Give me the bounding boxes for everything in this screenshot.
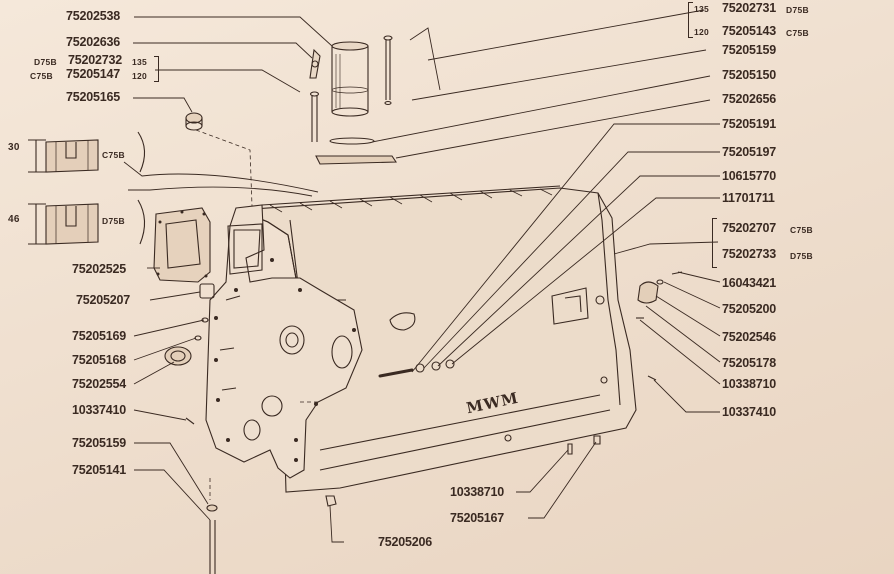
detail-variant-d75b: D75B (102, 216, 125, 226)
cylinder-liner (331, 41, 369, 117)
callout-75202733: 75202733 (722, 247, 777, 261)
callout-75205169: 75205169 (72, 329, 127, 343)
callout-75202538: 75202538 (66, 9, 121, 23)
variant-135-left: 135 (132, 57, 148, 67)
callout-75202636: 75202636 (66, 35, 121, 49)
side-gasket (153, 207, 211, 283)
detail-sketch-c75b (28, 131, 146, 173)
callout-10338710-bottom: 10338710 (450, 485, 505, 499)
callout-75205178: 75205178 (722, 356, 777, 370)
callout-75205206: 75205206 (378, 535, 433, 549)
callout-75205143: 75205143 (722, 24, 777, 38)
callout-75202707: 75202707 (722, 221, 777, 235)
callout-75202554: 75202554 (72, 377, 127, 391)
callout-75205191: 75205191 (722, 117, 777, 131)
variant-c75b-right: C75B (786, 28, 809, 38)
variant-d75b-block: D75B (790, 251, 813, 261)
callout-10615770: 10615770 (722, 169, 777, 183)
front-cover-plate (205, 204, 363, 479)
variant-120-left: 120 (132, 71, 148, 81)
bracket-top-right (688, 2, 693, 38)
callout-75205147: 75205147 (66, 67, 121, 81)
callout-10337410-right: 10337410 (722, 405, 777, 419)
detail-sketch-d75b (28, 199, 146, 245)
callout-75202732: 75202732 (68, 53, 123, 67)
detail-dimension-30: 30 (8, 142, 20, 153)
callout-75205200: 75205200 (722, 302, 777, 316)
callout-75205150: 75205150 (722, 68, 777, 82)
hidden-lines (195, 129, 320, 500)
variant-135-right: 135 (694, 4, 710, 14)
callout-16043421: 16043421 (722, 276, 777, 290)
leader-lines (123, 9, 721, 543)
callout-75205159-right: 75205159 (722, 43, 777, 57)
liner-seal-rings (315, 137, 398, 165)
callout-75205165: 75205165 (66, 90, 121, 104)
callout-75205141: 75205141 (72, 463, 127, 477)
callout-75205168: 75205168 (72, 353, 127, 367)
callout-75202525: 75202525 (72, 262, 127, 276)
studs (309, 35, 393, 142)
bracket-right-variants (712, 218, 717, 268)
variant-c75b-block: C75B (790, 225, 813, 235)
detail-variant-c75b: C75B (102, 150, 125, 160)
callout-75205159-left: 75205159 (72, 436, 127, 450)
detail-dimension-46: 46 (8, 214, 20, 225)
plug-75205165 (185, 112, 203, 131)
callout-75202546: 75202546 (722, 330, 777, 344)
callout-75205167: 75205167 (450, 511, 505, 525)
variant-d75b-left: D75B (34, 57, 57, 67)
callout-75205197: 75205197 (722, 145, 777, 159)
bracket-d75b-c75b-left (154, 56, 159, 82)
small-parts (164, 271, 683, 574)
variant-c75b-left: C75B (30, 71, 53, 81)
variant-d75b-right: D75B (786, 5, 809, 15)
callout-10337410-left: 10337410 (72, 403, 127, 417)
callout-75205207: 75205207 (76, 293, 131, 307)
engine-block (237, 185, 637, 493)
callout-75202656: 75202656 (722, 92, 777, 106)
callout-75202731: 75202731 (722, 1, 777, 15)
variant-120-right: 120 (694, 27, 710, 37)
callout-11701711: 11701711 (722, 191, 775, 205)
callout-10338710-right: 10338710 (722, 377, 777, 391)
